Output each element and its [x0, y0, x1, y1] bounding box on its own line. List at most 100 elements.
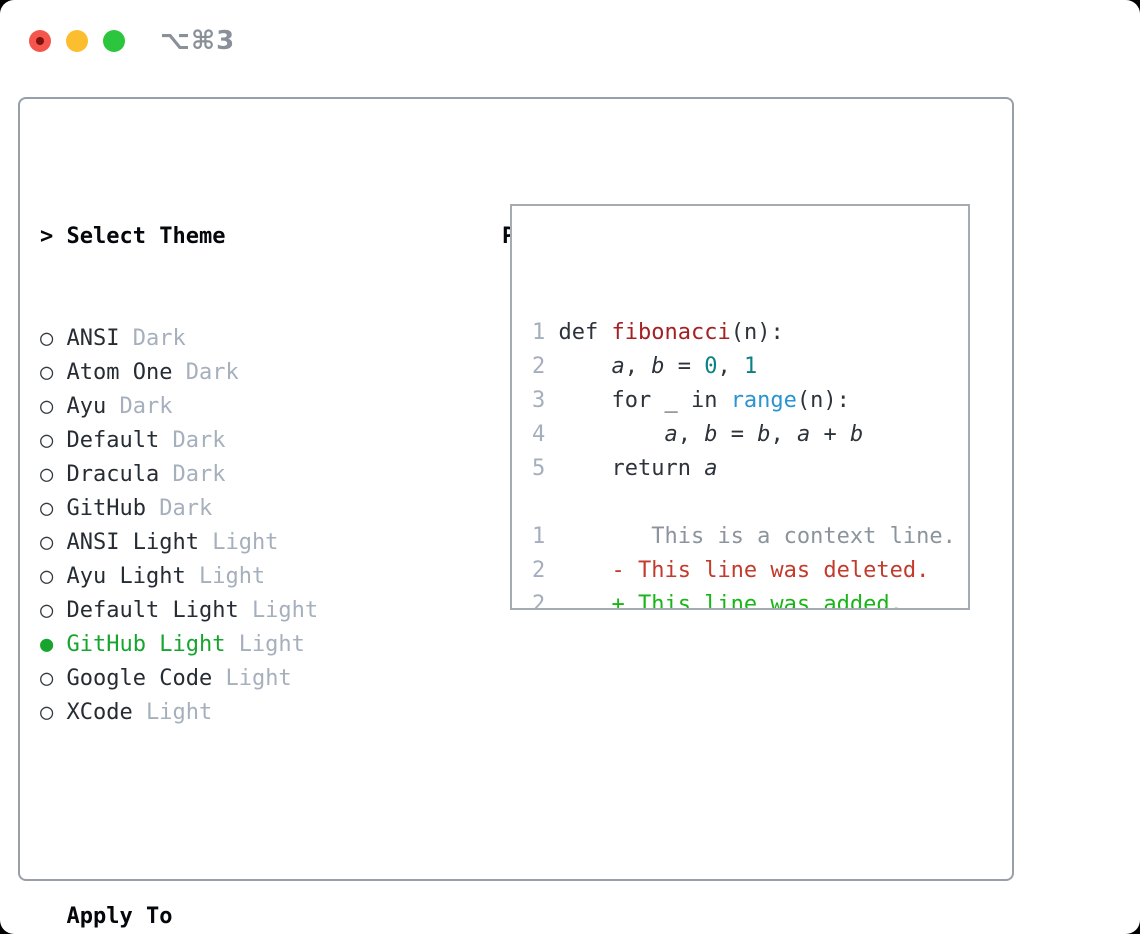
minimize-button-icon[interactable] [66, 30, 88, 52]
theme-option-google-code[interactable]: ○ Google Code Light [40, 662, 411, 696]
code-line: 1 def fibonacci(n): [532, 316, 968, 350]
theme-option-ayu[interactable]: ○ Ayu Dark [40, 390, 411, 424]
code-segment [559, 490, 572, 515]
theme-name: Atom One [66, 360, 186, 385]
theme-name: Google Code [66, 666, 226, 691]
code-segment [559, 422, 665, 447]
code-segment: b [757, 422, 771, 447]
theme-variant: Dark [172, 462, 226, 487]
theme-option-ansi[interactable]: ○ ANSI Dark [40, 322, 411, 356]
code-segment: , [624, 354, 652, 379]
code-segment: a [704, 456, 718, 481]
code-segment: - This line was deleted. [558, 558, 930, 583]
prompt-caret-icon: > [40, 224, 54, 249]
theme-name: Default Light [66, 598, 252, 623]
radio-empty-icon: ○ [40, 496, 67, 521]
theme-option-ansi-light[interactable]: ○ ANSI Light Light [40, 526, 411, 560]
code-segment: + This line was added. [558, 592, 903, 610]
theme-variant: Dark [119, 394, 173, 419]
theme-variant: Light [225, 666, 292, 691]
theme-option-dracula[interactable]: ○ Dracula Dark [40, 458, 411, 492]
code-segment: a [611, 354, 625, 379]
line-number: 2 [532, 354, 559, 379]
theme-options-list: ○ ANSI Dark○ Atom One Dark○ Ayu Dark○ De… [40, 322, 411, 730]
titlebar: ⌥⌘3 [29, 26, 235, 56]
code-segment: 0 [704, 354, 718, 379]
code-segment: , [717, 354, 744, 379]
radio-empty-icon: ○ [40, 530, 67, 555]
code-segment: = [664, 354, 705, 379]
radio-empty-icon: ○ [40, 598, 67, 623]
theme-name: Dracula [66, 462, 173, 487]
spacer [40, 798, 411, 832]
theme-name: ANSI Light [66, 530, 213, 555]
apply-to-header: Apply To [40, 900, 411, 934]
code-segment: a [796, 422, 811, 447]
theme-option-xcode[interactable]: ○ XCode Light [40, 696, 411, 730]
radio-empty-icon: ○ [40, 700, 67, 725]
theme-variant: Light [251, 598, 319, 623]
theme-variant: Dark [132, 326, 186, 351]
theme-name: XCode [66, 700, 146, 725]
theme-name: Default [66, 428, 173, 453]
code-line: 3 for _ in range(n): [532, 384, 968, 418]
code-segment: , [677, 422, 705, 447]
code-segment: , [770, 422, 797, 447]
close-button-icon[interactable] [29, 30, 51, 52]
radio-empty-icon: ○ [40, 428, 67, 453]
select-theme-title: Select Theme [66, 224, 226, 249]
theme-name: ANSI [66, 326, 133, 351]
code-segment: (n): [796, 388, 850, 413]
theme-option-atom-one[interactable]: ○ Atom One Dark [40, 356, 411, 390]
theme-variant: Dark [185, 360, 239, 385]
code-line: 2 - This line was deleted. [532, 554, 968, 588]
code-segment: a [664, 422, 678, 447]
line-number [532, 490, 559, 515]
code-segment: fibonacci [611, 320, 731, 345]
code-segment: range [730, 388, 797, 413]
line-number: 5 [532, 456, 559, 481]
code-segment: + [810, 422, 850, 447]
theme-variant: Dark [159, 496, 213, 521]
theme-name: Ayu Light [66, 564, 199, 589]
code-segment [559, 354, 612, 379]
radio-empty-icon: ○ [40, 564, 67, 589]
unsaved-dot-icon [36, 37, 44, 45]
code-line: 4 a, b = b, a + b [532, 418, 968, 452]
theme-option-default[interactable]: ○ Default Dark [40, 424, 411, 458]
radio-selected-icon: ● [40, 632, 67, 657]
code-segment: b [849, 422, 864, 447]
code-segment: This is a context line. [558, 524, 956, 549]
line-number: 4 [532, 422, 559, 447]
radio-empty-icon: ○ [40, 326, 67, 351]
code-segment: def [558, 320, 612, 345]
code-line: 1 This is a context line. [532, 520, 968, 554]
line-number: 1 [532, 524, 559, 549]
radio-empty-icon: ○ [40, 666, 67, 691]
theme-option-github-light[interactable]: ● GitHub Light Light [40, 628, 411, 662]
theme-option-default-light[interactable]: ○ Default Light Light [40, 594, 411, 628]
line-number: 1 [532, 320, 559, 345]
theme-variant: Light [198, 564, 266, 589]
theme-variant: Light [145, 700, 213, 725]
theme-variant: Light [212, 530, 279, 555]
theme-option-github[interactable]: ○ GitHub Dark [40, 492, 411, 526]
code-segment: = [717, 422, 758, 447]
apply-to-title: Apply To [66, 904, 173, 929]
theme-name: GitHub [66, 496, 160, 521]
theme-list-column: > Select Theme ○ ANSI Dark○ Atom One Dar… [40, 152, 411, 934]
radio-empty-icon: ○ [40, 360, 67, 385]
select-theme-header: > Select Theme [40, 220, 411, 254]
code-line: 2 a, b = 0, 1 [532, 350, 968, 384]
code-segment: return [558, 456, 705, 481]
code-segment: b [704, 422, 718, 447]
code-line: 2 + This line was added. [532, 588, 968, 610]
code-segment: 1 [743, 354, 758, 379]
code-line: 5 return a [532, 452, 968, 486]
radio-empty-icon: ○ [40, 462, 67, 487]
theme-name: GitHub Light [66, 632, 239, 657]
zoom-button-icon[interactable] [103, 30, 125, 52]
theme-option-ayu-light[interactable]: ○ Ayu Light Light [40, 560, 411, 594]
